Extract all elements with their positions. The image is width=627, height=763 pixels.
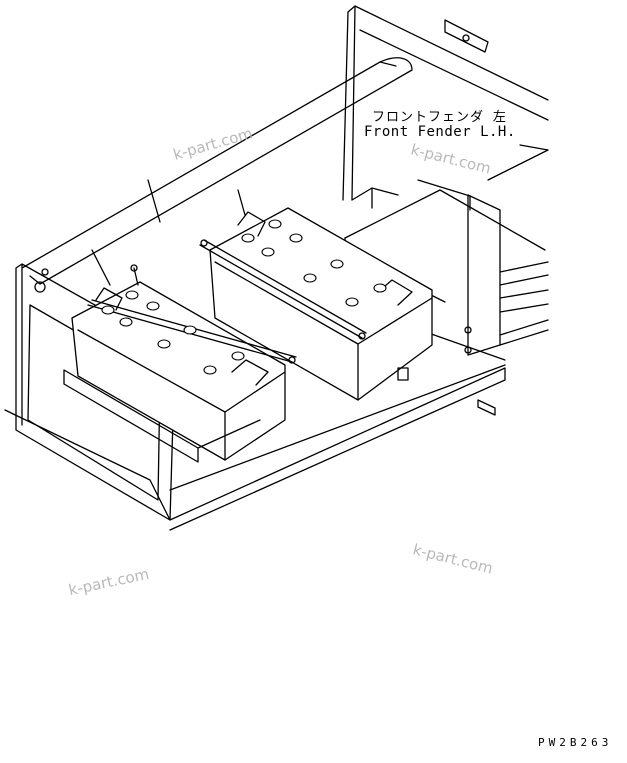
leader-lines [91, 179, 246, 286]
battery-tray [4, 329, 549, 531]
part-label-en: Front Fender L.H. [364, 124, 516, 140]
battery-rear [199, 207, 433, 401]
battery-front [63, 264, 297, 463]
part-label-jp: フロントフェンダ 左 [372, 110, 507, 125]
drawing-code: PW2B263 [538, 736, 613, 749]
